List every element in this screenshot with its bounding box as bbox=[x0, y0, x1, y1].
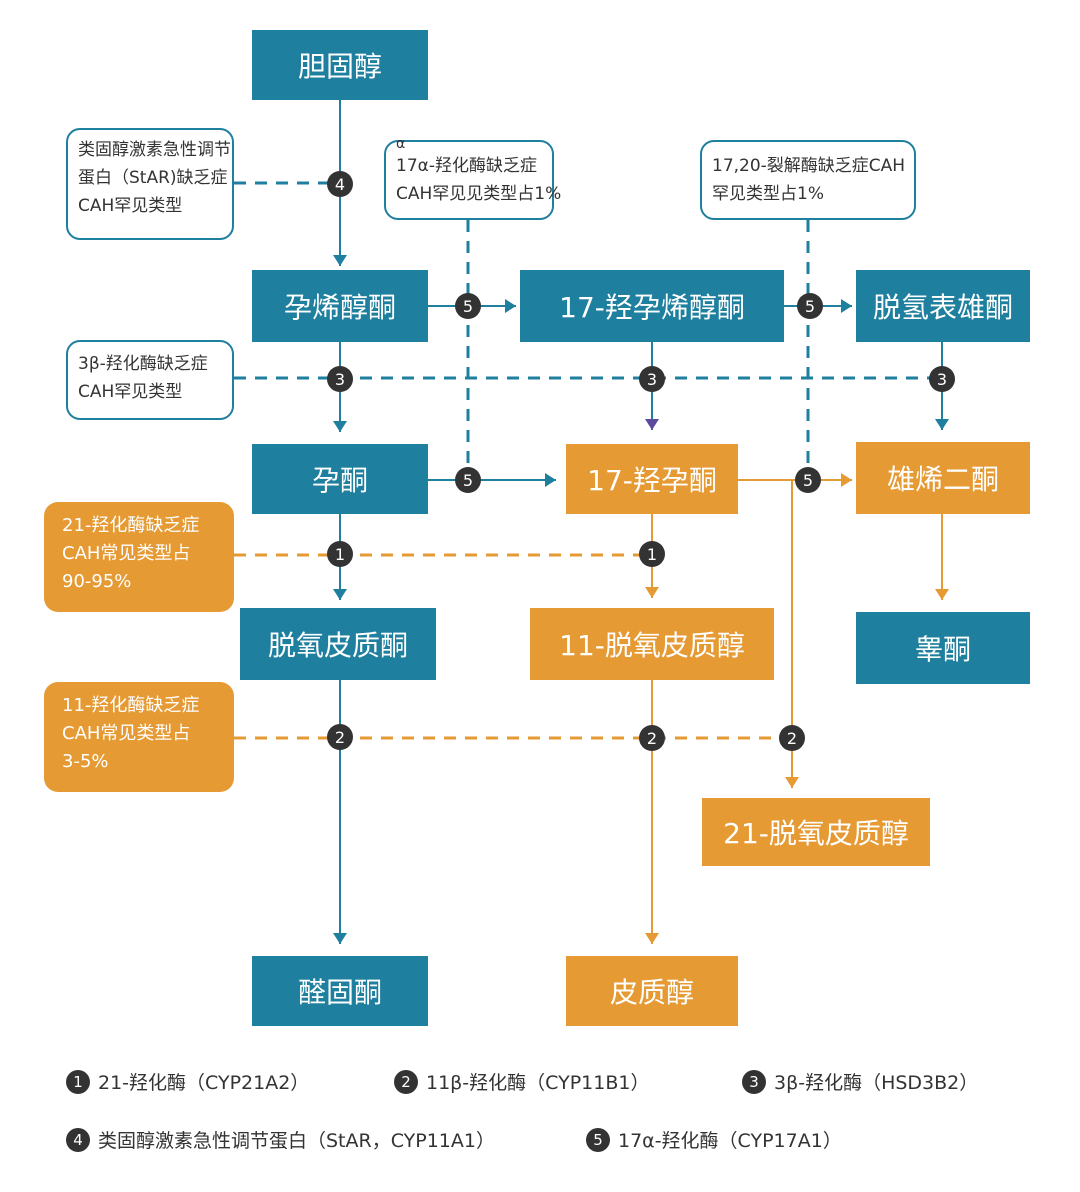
badge-number: 5 bbox=[803, 471, 813, 490]
note-21-hydroxylase-deficiency: 21-羟化酶缺乏症 CAH常见类型占 90-95% bbox=[44, 502, 234, 612]
enzyme-badge-icon: 3 bbox=[327, 366, 353, 392]
note-line: CAH罕见类型 bbox=[78, 196, 183, 216]
legend-text: 21-羟化酶（CYP21A2） bbox=[98, 1072, 310, 1094]
arrowhead-icon bbox=[935, 419, 949, 430]
legend-item-1: 1 21-羟化酶（CYP21A2） bbox=[66, 1068, 309, 1095]
enzyme-badge-icon: 2 bbox=[327, 724, 353, 750]
enzyme-badge-icon: 5 bbox=[455, 467, 481, 493]
alpha-symbol: α bbox=[396, 136, 406, 152]
enzyme-badge-icon: 3 bbox=[929, 366, 955, 392]
legend-item-3: 3 3β-羟化酶（HSD3B2） bbox=[742, 1068, 978, 1095]
note-line: 3β-羟化酶缺乏症 bbox=[78, 354, 208, 374]
enzyme-badge-icon: 3 bbox=[639, 366, 665, 392]
enzyme-badge-icon: 5 bbox=[797, 293, 823, 319]
node-11-deoxycortisol: 11-脱氧皮质醇 bbox=[530, 608, 774, 680]
enzyme-badge-icon: 1 bbox=[327, 541, 353, 567]
legend-badge-icon: 2 bbox=[394, 1069, 418, 1094]
badge-number: 5 bbox=[463, 471, 473, 490]
legend-text: 3β-羟化酶（HSD3B2） bbox=[774, 1072, 979, 1094]
badge-number: 5 bbox=[463, 297, 473, 316]
note-line: 11-羟化酶缺乏症 bbox=[62, 695, 200, 716]
badge-number: 3 bbox=[937, 370, 947, 389]
badge-number: 2 bbox=[647, 729, 657, 748]
node-aldosterone: 醛固酮 bbox=[252, 956, 428, 1026]
node-cortisol: 皮质醇 bbox=[566, 956, 738, 1026]
badge-number: 3 bbox=[647, 370, 657, 389]
badge-number: 4 bbox=[335, 175, 345, 194]
legend-item-5: 5 17α-羟化酶（CYP17A1） bbox=[586, 1126, 842, 1153]
note-line: CAH罕见类型 bbox=[78, 382, 183, 402]
node-17-hydroxypregnenolone: 17-羟孕烯醇酮 bbox=[520, 270, 784, 342]
node-dhea: 脱氢表雄酮 bbox=[856, 270, 1030, 342]
note-17-20-lyase-deficiency: 17,20-裂解酶缺乏症CAH 罕见类型占1% bbox=[700, 140, 916, 220]
note-3beta-deficiency: 3β-羟化酶缺乏症 CAH罕见类型 bbox=[66, 340, 234, 420]
enzyme-badge-icon: 5 bbox=[455, 293, 481, 319]
note-star-deficiency: 类固醇激素急性调节 蛋白（StAR)缺乏症 CAH罕见类型 bbox=[66, 128, 234, 240]
node-pregnenolone: 孕烯醇酮 bbox=[252, 270, 428, 342]
arrowhead-icon bbox=[785, 777, 799, 788]
legend-badge-icon: 4 bbox=[66, 1127, 90, 1152]
node-21-deoxycortisol: 21-脱氧皮质醇 bbox=[702, 798, 930, 866]
node-progesterone: 孕酮 bbox=[252, 444, 428, 514]
note-line: 21-羟化酶缺乏症 bbox=[62, 515, 200, 536]
arrowhead-icon bbox=[645, 419, 659, 430]
arrowhead-icon bbox=[935, 589, 949, 600]
legend-text: 17α-羟化酶（CYP17A1） bbox=[618, 1130, 842, 1152]
note-line: 类固醇激素急性调节 bbox=[78, 140, 231, 160]
arrowhead-icon bbox=[505, 299, 516, 313]
enzyme-badge-icon: 2 bbox=[639, 725, 665, 751]
enzyme-badge-icon: 5 bbox=[795, 467, 821, 493]
legend-badge-icon: 5 bbox=[586, 1127, 610, 1152]
note-line: 17α-羟化酶缺乏症 bbox=[396, 156, 537, 176]
enzyme-badge-icon: 2 bbox=[779, 725, 805, 751]
node-androstenedione: 雄烯二酮 bbox=[856, 442, 1030, 514]
legend-badge-icon: 3 bbox=[742, 1069, 766, 1094]
arrowhead-icon bbox=[333, 589, 347, 600]
badge-number: 2 bbox=[787, 729, 797, 748]
badge-number: 1 bbox=[335, 545, 345, 564]
arrowhead-icon bbox=[333, 421, 347, 432]
node-testosterone: 睾酮 bbox=[856, 612, 1030, 684]
note-11-hydroxylase-deficiency: 11-羟化酶缺乏症 CAH常见类型占 3-5% bbox=[44, 682, 234, 792]
note-line: CAH常见类型占 bbox=[62, 543, 191, 564]
legend-badge-icon: 1 bbox=[66, 1069, 90, 1094]
note-line: 90-95% bbox=[62, 571, 132, 592]
enzyme-badge-icon: 4 bbox=[327, 171, 353, 197]
arrowhead-icon bbox=[333, 255, 347, 266]
arrowhead-icon bbox=[645, 933, 659, 944]
arrowhead-icon bbox=[333, 933, 347, 944]
arrowhead-icon bbox=[841, 473, 852, 487]
note-line: 蛋白（StAR)缺乏症 bbox=[78, 168, 228, 188]
arrowhead-icon bbox=[545, 473, 556, 487]
node-cholesterol: 胆固醇 bbox=[252, 30, 428, 100]
badge-number: 2 bbox=[335, 728, 345, 747]
arrowhead-icon bbox=[645, 587, 659, 598]
legend-text: 11β-羟化酶（CYP11B1） bbox=[426, 1072, 650, 1094]
note-line: 17,20-裂解酶缺乏症CAH bbox=[712, 156, 906, 176]
legend-item-2: 2 11β-羟化酶（CYP11B1） bbox=[394, 1068, 649, 1095]
note-line: CAH罕见见类型占1% bbox=[396, 184, 562, 204]
arrowhead-icon bbox=[841, 299, 852, 313]
note-line: 3-5% bbox=[62, 751, 109, 772]
badge-number: 3 bbox=[335, 370, 345, 389]
note-line: 罕见类型占1% bbox=[712, 184, 824, 204]
node-deoxycorticosterone: 脱氧皮质酮 bbox=[240, 608, 436, 680]
node-17-hydroxyprogesterone: 17-羟孕酮 bbox=[566, 444, 738, 514]
note-line: CAH常见类型占 bbox=[62, 723, 191, 744]
note-17alpha-deficiency: α 17α-羟化酶缺乏症 CAH罕见见类型占1% bbox=[384, 136, 562, 220]
enzyme-badge-icon: 1 bbox=[639, 541, 665, 567]
badge-number: 5 bbox=[805, 297, 815, 316]
legend-text: 类固醇激素急性调节蛋白（StAR，CYP11A1） bbox=[98, 1130, 495, 1152]
badge-number: 1 bbox=[647, 545, 657, 564]
legend-item-4: 4 类固醇激素急性调节蛋白（StAR，CYP11A1） bbox=[66, 1126, 495, 1153]
